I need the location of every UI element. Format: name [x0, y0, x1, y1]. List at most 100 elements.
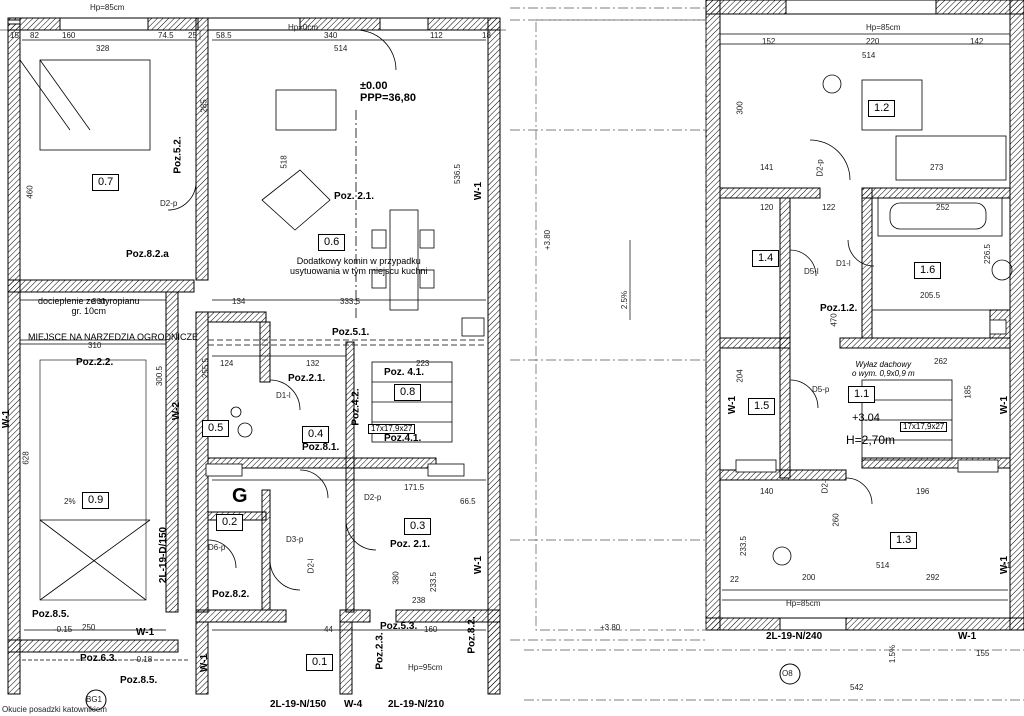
dim: 518 [279, 155, 289, 169]
poz-8-2-c: Poz.8.2. [466, 616, 478, 654]
dim: 250 [82, 623, 96, 632]
dim: 223 [416, 359, 430, 368]
level-up: +3.04 [852, 412, 880, 424]
dim: 536.5 [453, 163, 463, 185]
door-d5p: D5-p [812, 385, 830, 394]
poz-6-3: Poz.6.3. [80, 653, 118, 664]
dim: 292 [926, 573, 940, 582]
dim: 74.5 [158, 31, 174, 40]
poz-4-2: Poz.4.2. [350, 388, 362, 426]
dim: 204 [735, 369, 745, 383]
dim: 514 [334, 44, 348, 53]
roof-slope: 2.5% [620, 290, 630, 310]
chimney-note: Dodatkowy komin w przypadku usytuowania … [290, 256, 428, 277]
door-d2l-r: D2-l [820, 478, 830, 494]
dim: 58.5 [216, 31, 232, 40]
poz-1-2: Poz.1.2. [820, 303, 858, 314]
dim: 18 [482, 31, 491, 40]
poz-8-2-a: Poz.8.2.a [126, 249, 169, 260]
dim: 196 [916, 487, 930, 496]
hp95-label: Hp=95cm [408, 663, 443, 672]
first-floor-openings [779, 0, 937, 631]
poz-8-2-b: Poz.8.2. [212, 589, 250, 600]
room-0-4: 0.4 [302, 426, 330, 443]
dim: 233.5 [739, 535, 749, 557]
section-2l-19-n240: 2L-19-N/240 [766, 631, 823, 642]
poz-2-1-b: Poz.2.1. [288, 373, 326, 384]
poz-8-5-a: Poz.8.5. [32, 609, 70, 620]
wall-w1-mid: W-1 [473, 555, 485, 575]
room-1-4: 1.4 [752, 250, 780, 267]
room-1-5: 1.5 [748, 398, 776, 415]
level-m018: -0.18 [134, 655, 153, 664]
section-2l-19-n210: 2L-19-N/210 [388, 699, 445, 710]
level-ppp: PPP=36,80 [360, 92, 416, 104]
dim: 514 [862, 51, 876, 60]
poz-8-5-b: Poz.8.5. [120, 675, 158, 686]
dim: 380 [391, 571, 401, 585]
stair-spec-b: 17x17,9x27 [900, 422, 948, 432]
room-1-3: 1.3 [890, 532, 918, 549]
dim: 238 [412, 596, 426, 605]
door-d2p-a: D2-p [160, 199, 178, 208]
room-height: H=2,70m [846, 433, 896, 447]
bottom-slope: 1.5% [888, 644, 898, 664]
poz-2-2: Poz.2.2. [76, 357, 114, 368]
hp-right-label: Hp=85cm [866, 23, 901, 32]
dim: 185 [963, 385, 973, 399]
first-floor-lines [720, 33, 1013, 601]
dim: 140 [760, 487, 774, 496]
section-2l-19-n150: 2L-19-N/150 [270, 699, 327, 710]
dim: 44 [324, 625, 333, 634]
dim: 200 [802, 573, 816, 582]
wall-w1-garage: W-1 [136, 627, 155, 638]
ground-floor-lines [19, 29, 486, 661]
poz-5-1: Poz.5.1. [332, 327, 370, 338]
garage-slope: 2% [64, 497, 76, 506]
level-value: ±0.00 [360, 80, 388, 92]
dim: 300 [92, 297, 106, 306]
dim: 155 [976, 649, 990, 658]
door-d2l: D2-l [306, 558, 316, 574]
poz-5-2: Poz.5.2. [172, 136, 184, 174]
dim: 340 [324, 31, 338, 40]
section-2l-19-d150: 2L-19-D/150 [158, 526, 170, 584]
wall-w1-r1: W-1 [958, 631, 977, 642]
dim: 273 [930, 163, 944, 172]
dim: 233.5 [429, 571, 439, 593]
wall-w1-left: W-1 [1, 409, 13, 429]
first-floor-walls [705, 0, 1024, 631]
wall-w1-r3: W-1 [727, 395, 739, 415]
dim: 25 [188, 31, 197, 40]
room-0-2: 0.2 [216, 514, 244, 531]
dim: 333.5 [340, 297, 361, 306]
dim: 142 [970, 37, 984, 46]
footer-note: Okucie posadzki katownikiem [2, 705, 107, 714]
dim: 220 [866, 37, 880, 46]
room-1-6: 1.6 [914, 262, 942, 279]
room-0-7: 0.7 [92, 174, 120, 191]
bg1-marker-circle [85, 689, 107, 711]
door-d6p: D6-p [208, 543, 226, 552]
dim: 328 [96, 44, 110, 53]
dim: 141 [760, 163, 774, 172]
level-m015: -0.15 [54, 625, 73, 634]
dim: 628 [21, 451, 31, 465]
insulation-note: docieplenie ze styropianu gr. 10cm [38, 296, 140, 317]
dim: 41 [1002, 561, 1011, 570]
poz-2-1-a: Poz. 2.1. [334, 191, 375, 202]
hp-zero-label: Hp=0cm [288, 23, 319, 32]
dim: 262 [934, 357, 948, 366]
room-0-1: 0.1 [306, 654, 334, 671]
dim: 542 [850, 683, 864, 692]
wall-w1-r2: W-1 [999, 395, 1011, 415]
door-d3p: D3-p [286, 535, 304, 544]
dim: 300.5 [155, 365, 165, 387]
dim: 15 [10, 31, 19, 40]
dim: 152 [762, 37, 776, 46]
dim: 514 [876, 561, 890, 570]
dim: 470 [829, 313, 839, 327]
dim: 124 [220, 359, 234, 368]
